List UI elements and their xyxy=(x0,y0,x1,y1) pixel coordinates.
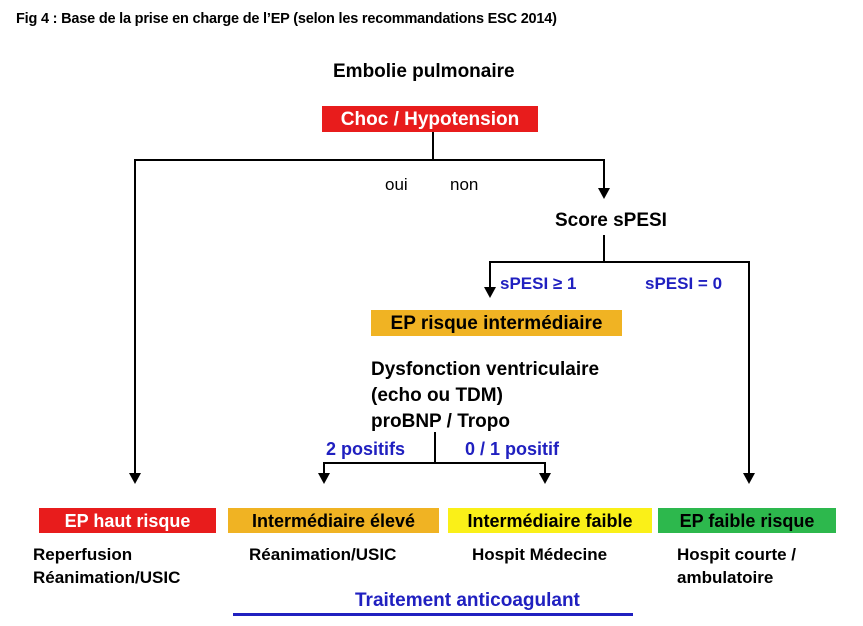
outcome-caption-1-line-1: Réanimation/USIC xyxy=(249,545,397,564)
connector-spesi-split-bar xyxy=(489,261,749,263)
node-embolie-pulmonaire: Embolie pulmonaire xyxy=(333,61,515,82)
node-score-spesi: Score sPESI xyxy=(555,210,667,231)
footer-underline xyxy=(233,613,633,616)
outcome-badge-ep-haut-risque: EP haut risque xyxy=(39,508,216,533)
arrow-two-positive xyxy=(318,473,330,484)
outcome-caption-0-line-1: Reperfusion xyxy=(33,545,133,564)
arrow-spesi-zero-to-faible-risque xyxy=(743,473,755,484)
outcome-caption-2-line-1: Hospit Médecine xyxy=(472,545,608,564)
arrow-oui-to-haut-risque xyxy=(129,473,141,484)
node-assessment-line-1: Dysfonction ventriculaire xyxy=(371,359,600,380)
edge-label-spesi-high: sPESI ≥ 1 xyxy=(500,274,577,293)
footer-traitement-anticoagulant: Traitement anticoagulant xyxy=(355,590,580,611)
edge-label-spesi-zero: sPESI = 0 xyxy=(645,274,723,293)
node-ep-risque-intermediaire: EP risque intermédiaire xyxy=(371,310,622,336)
connector-oui-vertical xyxy=(134,159,136,474)
node-choc-hypotension: Choc / Hypotension xyxy=(322,106,538,132)
edge-label-non: non xyxy=(450,175,479,194)
figure-title: Fig 4 : Base de la prise en charge de l’… xyxy=(16,11,557,27)
outcome-caption-3-line-2: ambulatoire xyxy=(677,568,774,587)
arrow-spesi-high xyxy=(484,287,496,298)
edge-label-oui: oui xyxy=(385,175,408,194)
outcome-badge-ep-faible-risque: EP faible risque xyxy=(658,508,836,533)
arrow-zero-one-positive xyxy=(539,473,551,484)
node-assessment-line-2: (echo ou TDM) xyxy=(371,385,503,406)
connector-assessment-stem xyxy=(434,432,436,463)
outcome-badge-intermediaire-eleve: Intermédiaire élevé xyxy=(228,508,439,533)
node-assessment-line-3: proBNP / Tropo xyxy=(371,411,510,432)
connector-shock-stem xyxy=(432,132,434,160)
connector-spesi-stem xyxy=(603,235,605,262)
outcome-badge-intermediaire-faible: Intermédiaire faible xyxy=(448,508,652,533)
edge-label-two-positive: 2 positifs xyxy=(326,439,406,459)
connector-non-vertical xyxy=(603,159,605,189)
arrow-non-to-spesi xyxy=(598,188,610,199)
edge-label-zero-one-positive: 0 / 1 positif xyxy=(465,439,560,459)
connector-spesi-zero-vertical xyxy=(748,261,750,474)
connector-two-positive-vertical xyxy=(323,462,325,474)
outcome-caption-3-line-1: Hospit courte / xyxy=(677,545,797,564)
connector-spesi-high-vertical xyxy=(489,261,491,288)
connector-shock-split-bar xyxy=(134,159,605,161)
connector-zero-one-positive-vertical xyxy=(544,462,546,474)
outcome-caption-0-line-2: Réanimation/USIC xyxy=(33,568,181,587)
connector-assessment-split-bar xyxy=(323,462,545,464)
